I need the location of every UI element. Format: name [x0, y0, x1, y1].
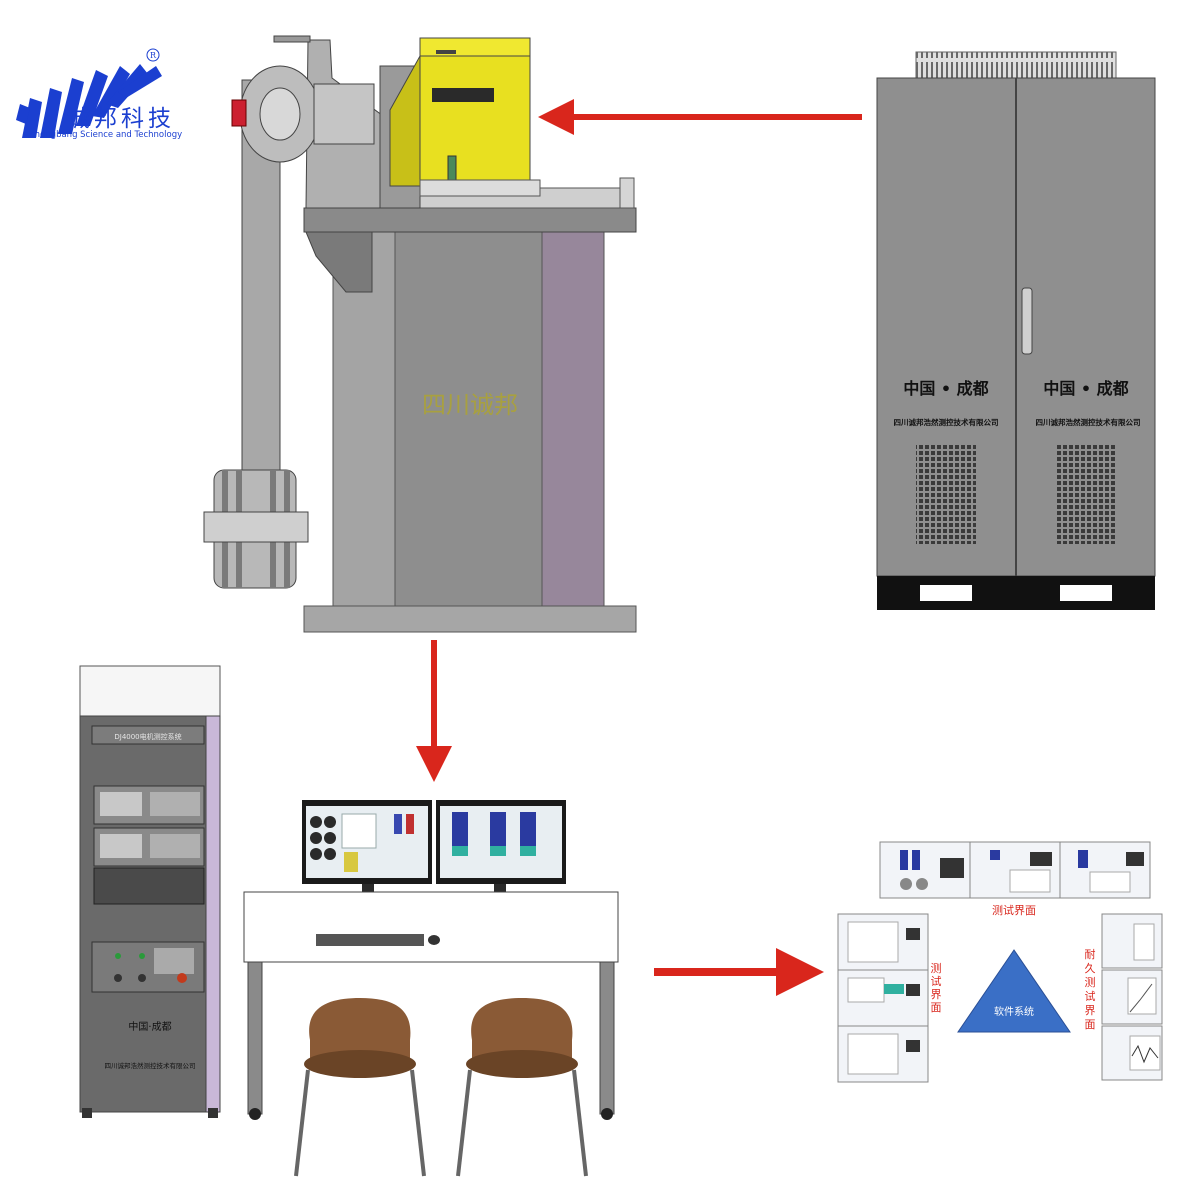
cabinet-handle-icon — [1021, 287, 1033, 355]
right-door-title: 中国 • 成都 — [1043, 379, 1128, 398]
registered-mark-icon — [146, 48, 160, 62]
control-rack: DJ4000电机测控系统 中国·成都 四川诚邦浩然测控技术有限公司 — [79, 665, 221, 1118]
mouse-icon — [428, 935, 440, 945]
left-door-vent — [916, 444, 976, 544]
rack-header-label: DJ4000电机测控系统 — [114, 732, 181, 741]
desk-leg-right — [599, 961, 615, 1115]
left-door-title: 中国 • 成都 — [903, 379, 988, 398]
bench-bracket — [305, 231, 373, 293]
rack-power-unit — [93, 867, 205, 905]
rack-top-glass — [79, 665, 221, 719]
indicator-light-icon — [115, 953, 121, 959]
chair-right — [456, 998, 588, 1177]
switch-knob-icon — [114, 974, 122, 982]
software-triangle — [957, 949, 1071, 1033]
bench-top-plate — [303, 207, 637, 233]
company-logo: R 诚邦科技 chengbang Science and Technology — [16, 48, 182, 140]
test-motor — [419, 55, 531, 187]
software-system: 测试界面 测试界面 耐久测试界面 — [837, 841, 1163, 1083]
registered-mark: R — [150, 51, 157, 60]
right-door-vent — [1056, 444, 1116, 544]
bench-base-label: 四川诚邦 — [422, 391, 518, 419]
motor-top — [419, 37, 531, 59]
shaft-key-icon — [273, 35, 311, 43]
red-sensor-icon — [231, 99, 247, 127]
desk-leg-left — [247, 961, 263, 1115]
motor-test-bench: 四川诚邦 — [203, 35, 637, 633]
emergency-stop-icon — [177, 973, 187, 983]
cabinet-plinth — [877, 576, 1155, 610]
logo-name-cn: 诚邦科技 — [67, 106, 175, 132]
right-door-company: 四川诚邦浩然测控技术有限公司 — [1036, 417, 1141, 427]
software-center-label: 软件系统 — [994, 1005, 1034, 1018]
flywheel-shaft — [203, 511, 309, 543]
logo-fan-icon — [16, 64, 162, 138]
bench-base-front — [394, 231, 543, 611]
left-software-label: 测试界面 — [931, 962, 942, 1014]
desk-top — [243, 891, 619, 963]
cabinet-top-vent — [915, 51, 1117, 79]
rack-location-label: 中国·成都 — [128, 1020, 171, 1033]
rack-body — [79, 715, 221, 1113]
logo-name-en: chengbang Science and Technology — [30, 130, 182, 140]
bench-plinth — [303, 605, 637, 633]
left-software-label-text: 测试界面 — [931, 962, 942, 1014]
right-screenshots — [1101, 913, 1163, 1081]
left-door-company: 四川诚邦浩然测控技术有限公司 — [894, 417, 999, 427]
right-software-label-text: 耐久测试界面 — [1085, 948, 1096, 1031]
motor-vent-icon — [432, 88, 494, 102]
top-screenshots — [879, 841, 1151, 899]
top-software-label: 测试界面 — [992, 904, 1036, 917]
left-screenshots — [837, 913, 929, 1083]
operator-workstation — [243, 800, 619, 1177]
keyboard-icon — [316, 934, 424, 946]
bench-base-right — [541, 231, 605, 611]
power-cabinet: 中国 • 成都 四川诚邦浩然测控技术有限公司 中国 • 成都 四川诚邦浩然测控技… — [876, 51, 1156, 610]
chair-left — [294, 998, 426, 1177]
rack-company-label: 四川诚邦浩然测控技术有限公司 — [105, 1061, 196, 1070]
